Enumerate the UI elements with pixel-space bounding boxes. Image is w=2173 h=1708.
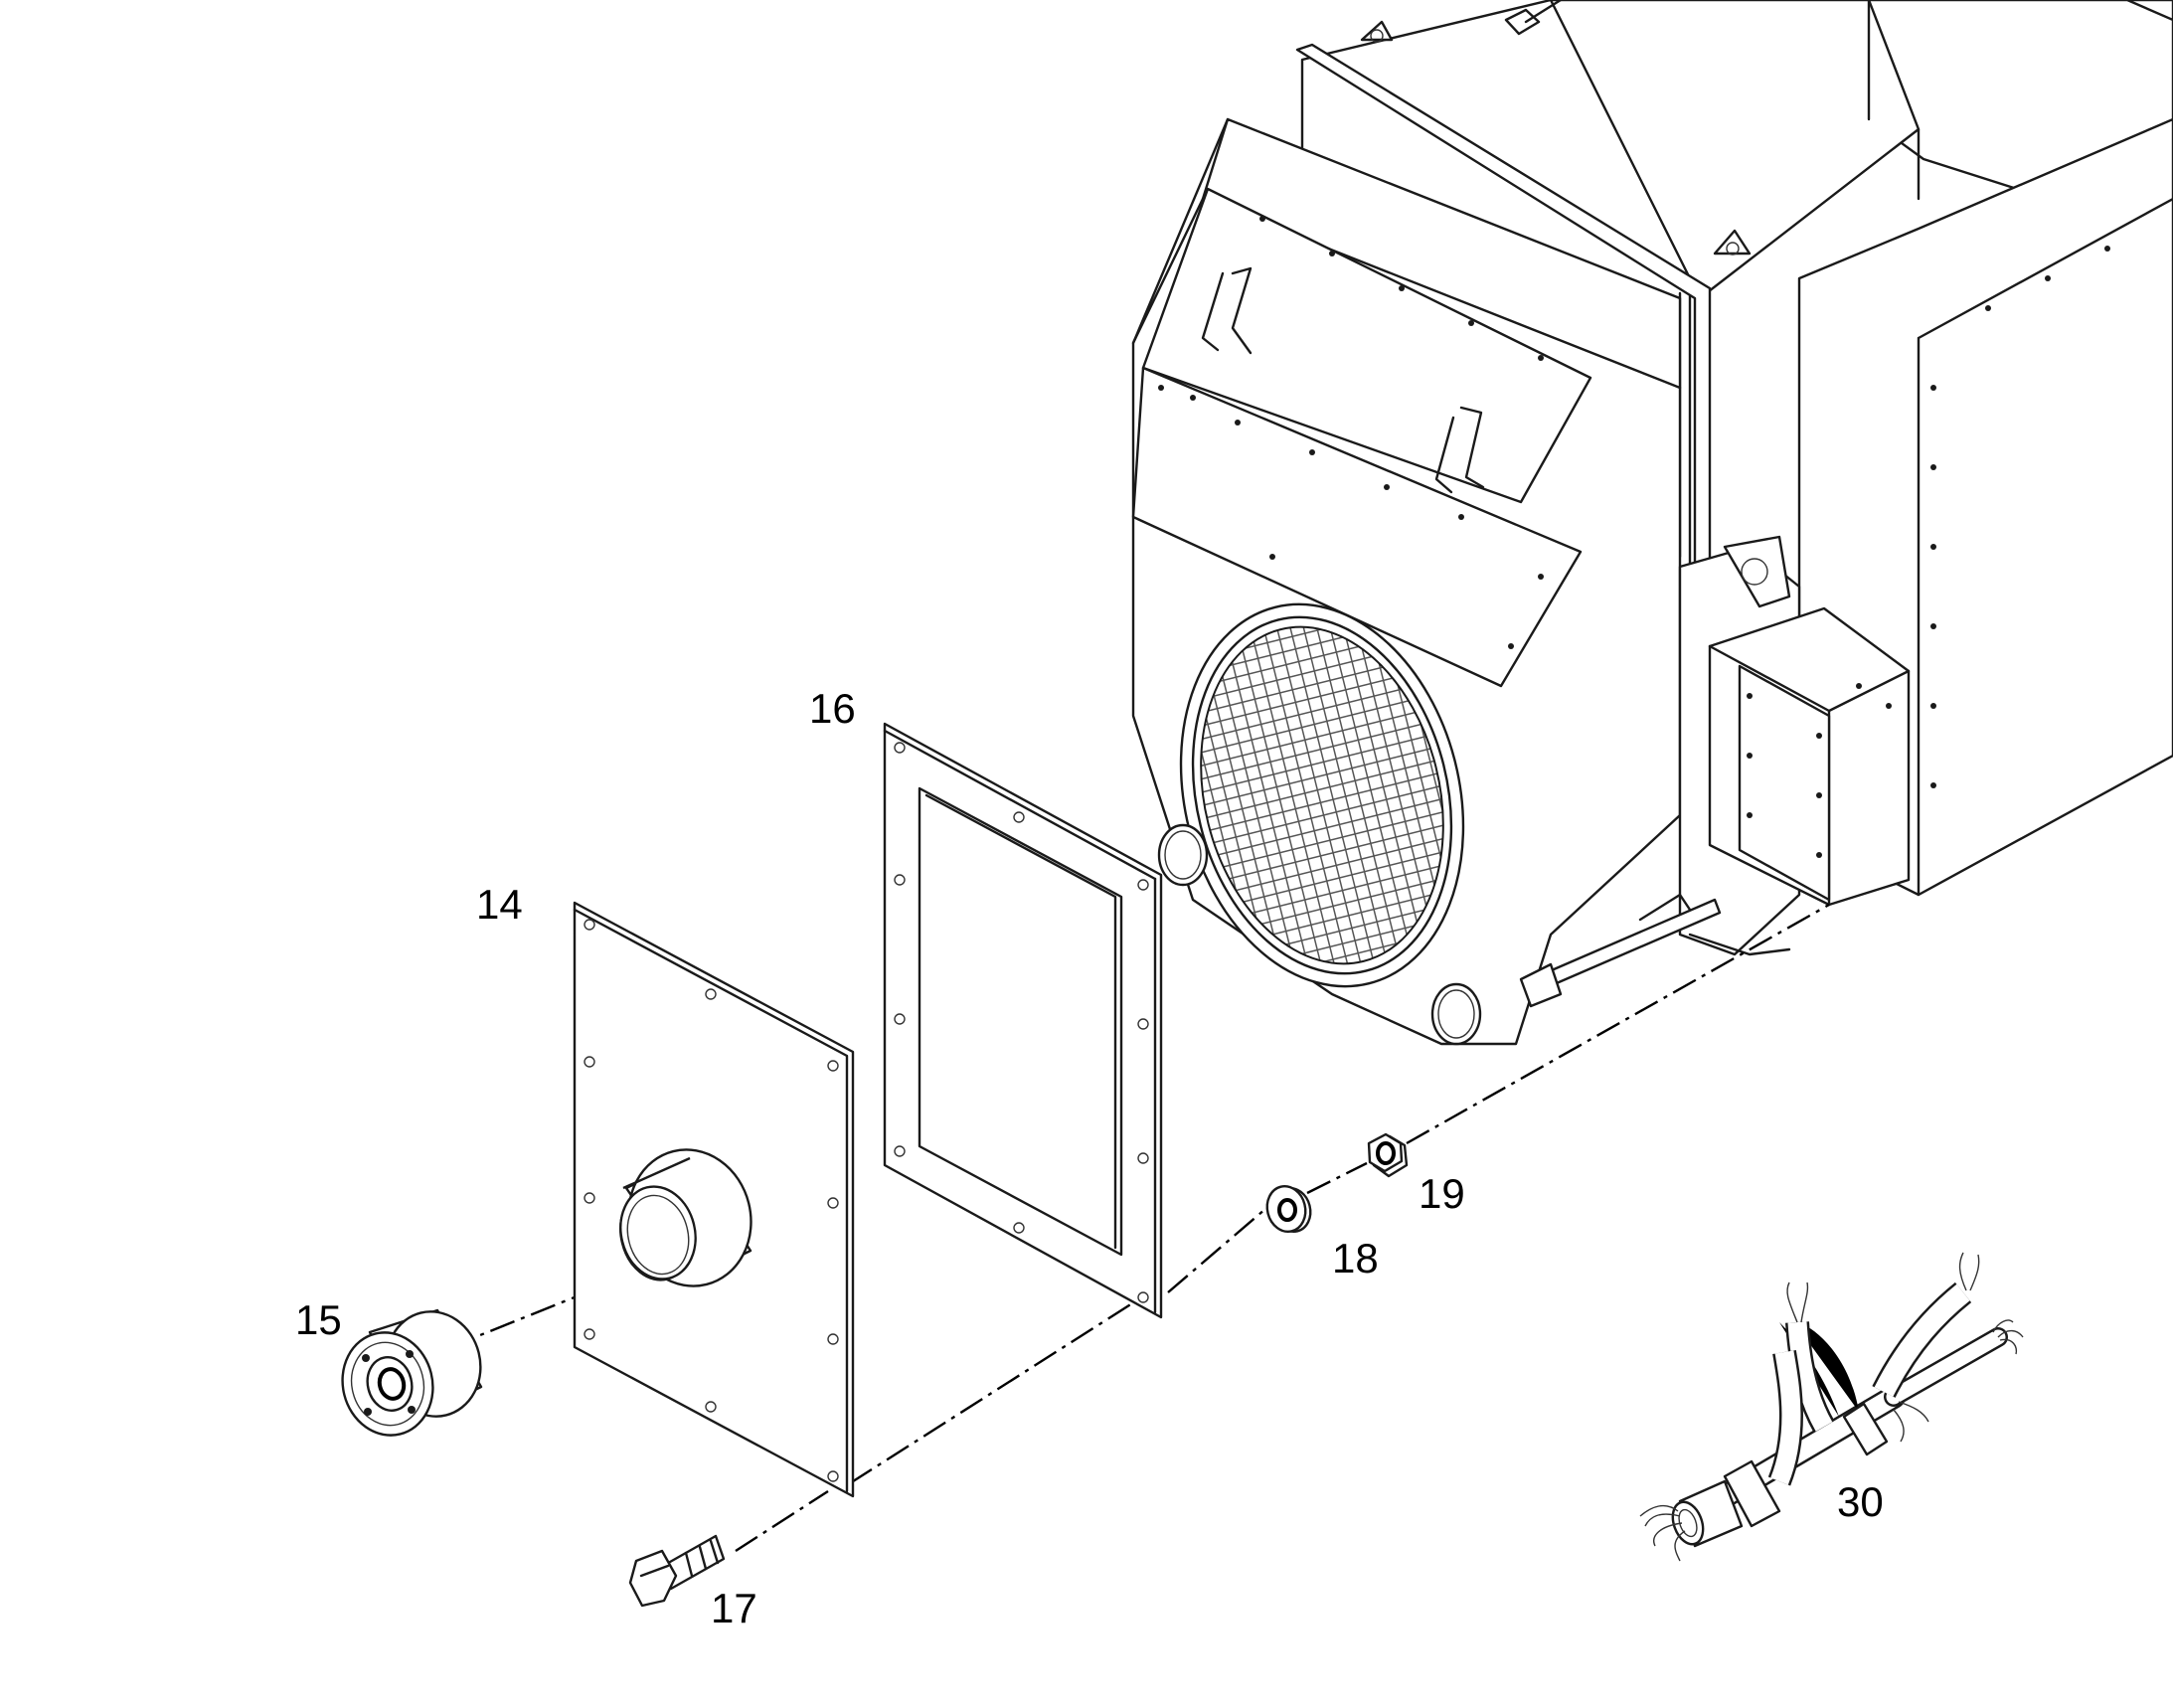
- enclosure-rivets: [1930, 246, 2110, 788]
- gasket-bolt-holes: [894, 742, 1149, 1303]
- part-15-cable-gland: [341, 1308, 483, 1437]
- part-17-hex-bolt: [628, 1534, 726, 1608]
- panel-rivets: [1158, 216, 1544, 649]
- terminal-box-rivets: [1747, 683, 1892, 858]
- callout-14: 14: [476, 881, 523, 928]
- generator-housing: [1131, 0, 2173, 1046]
- callout-17: 17: [711, 1585, 757, 1631]
- part-30-cable-harness: [1639, 1252, 2024, 1562]
- cable-strands: [1639, 1252, 2024, 1562]
- part-19-nut: [1367, 1132, 1409, 1178]
- part-16-gasket-frame: [883, 722, 1163, 1319]
- callout-18: 18: [1332, 1235, 1379, 1281]
- plate-bolt-holes: [584, 919, 839, 1482]
- callout-16: 16: [809, 685, 856, 732]
- part-18-washer: [1265, 1185, 1312, 1233]
- callout-30: 30: [1837, 1478, 1884, 1525]
- callout-19: 19: [1419, 1170, 1465, 1217]
- part-14-mounting-plate: [573, 901, 855, 1498]
- callout-15: 15: [295, 1296, 342, 1343]
